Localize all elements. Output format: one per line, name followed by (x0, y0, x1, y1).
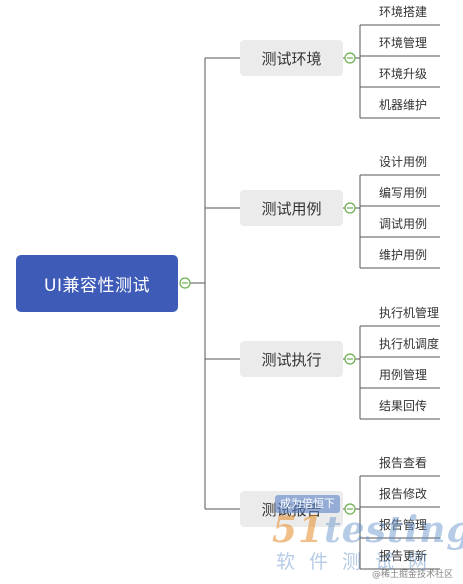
branch-node-test-environment[interactable]: 测试环境 (240, 40, 343, 76)
leaf-node[interactable]: 报告更新 (379, 549, 428, 563)
branch-collapse-toggle[interactable] (344, 52, 356, 64)
leaf-node[interactable]: 结果回传 (379, 399, 428, 413)
leaf-node[interactable]: 执行机管理 (379, 306, 440, 320)
leaf-node[interactable]: 机器维护 (379, 98, 428, 112)
leaf-node[interactable]: 环境管理 (379, 36, 428, 50)
root-node[interactable]: UI兼容性测试 (16, 255, 178, 312)
branch-collapse-toggle[interactable] (344, 503, 356, 515)
branch-label: 测试环境 (261, 49, 322, 68)
leaf-node[interactable]: 执行机调度 (379, 337, 440, 351)
branch-label: 测试用例 (261, 199, 322, 218)
branch-node-test-report[interactable]: 测试报告 (240, 491, 343, 527)
leaf-node[interactable]: 编写用例 (379, 186, 428, 200)
leaf-node[interactable]: 用例管理 (379, 368, 428, 382)
branch-label: 测试执行 (261, 350, 322, 369)
leaf-node[interactable]: 维护用例 (379, 248, 428, 262)
leaf-node[interactable]: 设计用例 (379, 155, 428, 169)
branch-node-test-execution[interactable]: 测试执行 (240, 341, 343, 377)
leaf-node[interactable]: 环境搭建 (379, 5, 428, 19)
leaf-node[interactable]: 环境升级 (379, 67, 428, 81)
branch-collapse-toggle[interactable] (344, 353, 356, 365)
branch-label: 测试报告 (261, 500, 322, 519)
root-node-label: UI兼容性测试 (44, 276, 150, 296)
branch-collapse-toggle[interactable] (344, 202, 356, 214)
branch-node-test-cases[interactable]: 测试用例 (240, 190, 343, 226)
root-collapse-toggle[interactable] (179, 277, 191, 289)
leaf-node[interactable]: 报告查看 (379, 456, 428, 470)
leaf-node[interactable]: 调试用例 (379, 217, 428, 231)
leaf-node[interactable]: 报告修改 (379, 487, 428, 501)
leaf-node[interactable]: 报告管理 (379, 518, 428, 532)
